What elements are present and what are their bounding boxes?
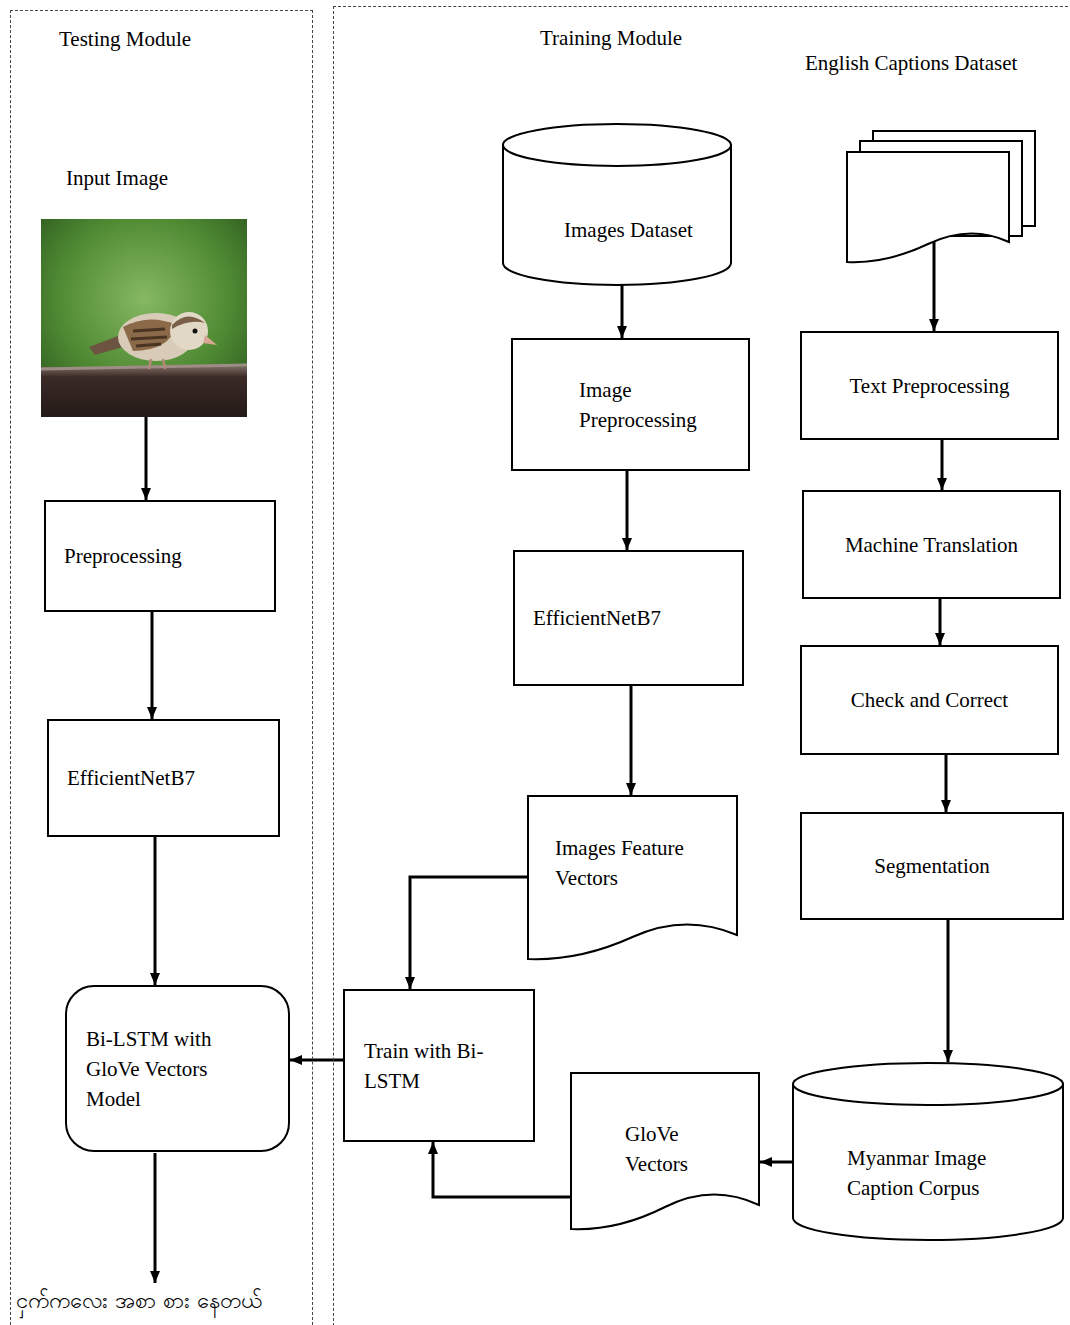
flow-arrow: [151, 612, 154, 719]
shape-outline: [511, 338, 750, 471]
node-label: EfficientNetB7: [67, 763, 195, 793]
node-label: Bi-LSTM with GloVe Vectors Model: [86, 1024, 236, 1114]
output-caption: ငှက်ကလေး အစာ စား နေတယ်: [16, 1286, 262, 1316]
flow-arrow: [621, 285, 624, 338]
flow-arrow: [939, 599, 942, 645]
shape-outline: [800, 130, 1055, 270]
node-label: Preprocessing: [64, 541, 182, 571]
module-title: Training Module: [540, 23, 682, 53]
process-box: Preprocessing: [44, 500, 276, 612]
database-cylinder: Myanmar Image Caption Corpus: [792, 1062, 1064, 1240]
node-label: Check and Correct: [851, 685, 1008, 715]
node-label: GloVe Vectors: [625, 1119, 720, 1179]
process-box: Check and Correct: [800, 645, 1059, 755]
database-cylinder: Images Dataset: [502, 123, 732, 285]
node-label: Text Preprocessing: [849, 371, 1009, 401]
process-box: Image Preprocessing: [511, 338, 750, 471]
process-box: Machine Translation: [802, 490, 1061, 599]
shape-outline: [343, 989, 535, 1142]
flow-arrow: [145, 417, 148, 500]
flow-arrow: [947, 920, 950, 1062]
flow-arrow: [290, 1059, 343, 1062]
node-label: Segmentation: [874, 851, 989, 881]
shape-heading: English Captions Dataset: [805, 48, 1017, 78]
flow-arrow: [941, 440, 944, 490]
document-stack: English Captions Dataset: [800, 48, 1055, 270]
input-image: Input Image: [41, 163, 247, 417]
process-box: Train with Bi-LSTM: [343, 989, 535, 1142]
process-box: Text Preprocessing: [800, 331, 1059, 440]
shape-outline: [502, 123, 732, 285]
process-box: EfficientNetB7: [47, 719, 280, 837]
process-box: Segmentation: [800, 812, 1064, 920]
document-shape: GloVe Vectors: [570, 1072, 760, 1235]
node-label: Images Dataset: [564, 215, 693, 245]
shape-heading: Input Image: [66, 163, 168, 193]
node-label: Image Preprocessing: [579, 375, 729, 435]
module-title: Testing Module: [59, 24, 191, 54]
module-region: Testing ModuleInput ImagePreprocessingEf…: [10, 10, 313, 1325]
module-region: Training ModuleEnglish Captions DatasetI…: [333, 6, 1070, 1325]
process-box: EfficientNetB7: [513, 550, 744, 686]
shape-outline: [41, 219, 247, 417]
flow-arrow: [154, 837, 157, 985]
flow-arrow: [626, 471, 629, 550]
flow-arrow: [933, 240, 936, 331]
node-label: Myanmar Image Caption Corpus: [847, 1143, 1022, 1203]
flow-arrow: [945, 755, 948, 812]
node-label: Images Feature Vectors: [555, 833, 715, 893]
model-box: Bi-LSTM with GloVe Vectors Model: [65, 985, 290, 1152]
node-label: Machine Translation: [845, 530, 1018, 560]
flow-arrow: [433, 1142, 570, 1197]
node-label: EfficientNetB7: [533, 603, 661, 633]
flow-arrow: [760, 1161, 792, 1164]
flow-arrow: [410, 877, 527, 989]
node-label: Train with Bi-LSTM: [364, 1036, 484, 1096]
flow-arrow: [630, 686, 633, 795]
document-shape: Images Feature Vectors: [527, 795, 738, 965]
